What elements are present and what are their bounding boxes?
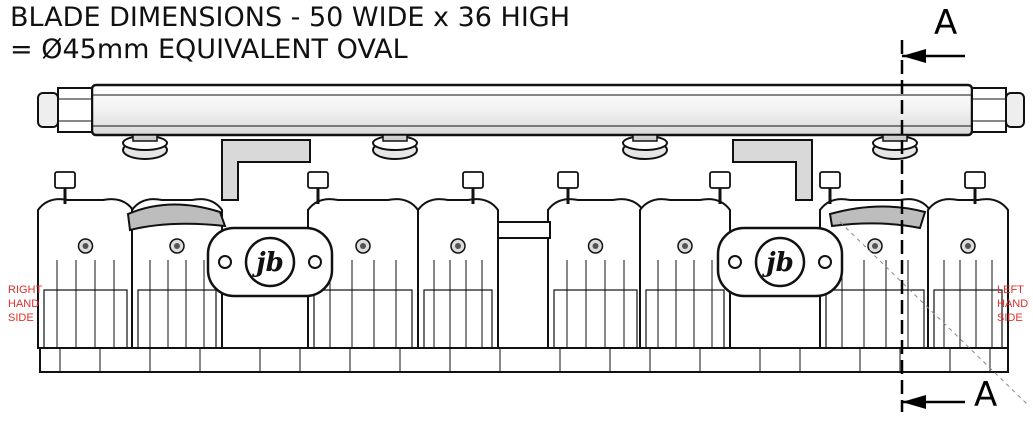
bolt-head-icon bbox=[462, 171, 484, 204]
throttle-housing bbox=[639, 198, 731, 349]
screw-icon bbox=[867, 238, 883, 254]
base-plate bbox=[39, 347, 1009, 373]
left-label-line-1: LEFT bbox=[997, 284, 1024, 296]
cover-screw-icon bbox=[218, 255, 232, 269]
injector-cap bbox=[122, 134, 168, 160]
bolt-head-icon bbox=[557, 171, 579, 204]
cover-screw-icon bbox=[728, 255, 742, 269]
throttle-housing bbox=[547, 198, 644, 349]
left-hand-side-label: LEFT HAND SIDE bbox=[997, 283, 1028, 325]
bolt-head-icon bbox=[964, 171, 986, 204]
throttle-housing bbox=[131, 198, 223, 349]
throttle-housing bbox=[417, 198, 499, 349]
injector-caps bbox=[122, 134, 918, 160]
injector-cap bbox=[872, 134, 918, 160]
screw-icon bbox=[960, 238, 976, 254]
screw-icon bbox=[587, 238, 604, 254]
right-label-line-1: RIGHT bbox=[8, 284, 43, 296]
throttle-housing bbox=[927, 198, 1009, 349]
section-label-bottom: A bbox=[974, 375, 998, 415]
screw-icon bbox=[355, 238, 371, 254]
logo-cover: jb bbox=[716, 226, 844, 298]
screw-icon bbox=[169, 238, 185, 254]
throttle-body-housings bbox=[37, 171, 1009, 349]
throttle-housing bbox=[37, 198, 134, 349]
bolt-head-icon bbox=[54, 171, 76, 204]
left-label-line-2: HAND bbox=[997, 298, 1029, 310]
screw-icon bbox=[450, 238, 466, 254]
jb-logo-text: jb bbox=[251, 248, 284, 278]
bolt-head-icon bbox=[819, 171, 841, 204]
cover-screw-icon bbox=[818, 255, 832, 269]
title-line-2: = Ø45mm EQUIVALENT OVAL bbox=[10, 34, 408, 65]
right-label-line-2: HAND bbox=[8, 298, 40, 310]
rail-brackets bbox=[221, 139, 813, 201]
bolt-head-icon bbox=[307, 171, 329, 204]
jb-logo-icon bbox=[754, 236, 806, 288]
cover-screw-icon bbox=[308, 255, 322, 269]
right-hand-side-label: RIGHT HAND SIDE bbox=[8, 283, 42, 325]
title-line-1: BLADE DIMENSIONS - 50 WIDE x 36 HIGH bbox=[10, 2, 571, 33]
section-line bbox=[839, 40, 1029, 412]
bolt-head-icon bbox=[709, 171, 731, 204]
logo-covers: jb jb bbox=[206, 226, 844, 298]
screw-icon bbox=[77, 238, 94, 254]
logo-cover: jb bbox=[206, 226, 334, 298]
fuel-rail bbox=[37, 83, 1025, 137]
section-label-top: A bbox=[934, 3, 958, 43]
injector-cap bbox=[622, 134, 668, 160]
screw-icon bbox=[677, 238, 693, 254]
jb-logo-icon bbox=[244, 236, 296, 288]
left-label-line-3: SIDE bbox=[997, 312, 1023, 324]
jb-logo-text: jb bbox=[761, 248, 794, 278]
injector-cap bbox=[372, 134, 418, 160]
right-label-line-3: SIDE bbox=[8, 312, 34, 324]
